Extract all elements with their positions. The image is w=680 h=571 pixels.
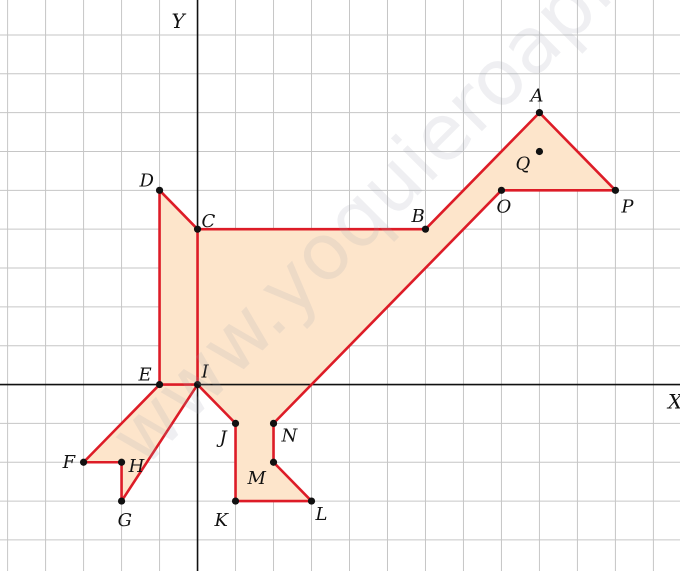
- point-label-f: F: [62, 452, 77, 473]
- point-a: [535, 109, 544, 117]
- point-label-b: B: [410, 206, 424, 227]
- point-label-i: I: [201, 362, 210, 383]
- point-f: [79, 458, 88, 466]
- point-label-o: O: [496, 196, 511, 217]
- point-label-m: M: [247, 468, 267, 489]
- point-q: [535, 147, 544, 156]
- point-j: [231, 419, 240, 427]
- point-label-d: D: [139, 170, 155, 191]
- point-label-c: C: [202, 211, 216, 232]
- point-label-h: H: [128, 456, 145, 477]
- point-label-q: Q: [515, 153, 530, 174]
- point-o: [497, 186, 506, 194]
- point-label-e: E: [138, 365, 152, 386]
- point-label-j: J: [216, 427, 229, 448]
- points: A B C D E F G H I J K L M N O P Q: [62, 86, 635, 531]
- point-m: [269, 458, 278, 466]
- figure-outline: [82, 111, 617, 503]
- y-axis-label: Y: [172, 9, 187, 33]
- point-i: [193, 380, 202, 389]
- point-p: [611, 186, 620, 194]
- point-k: [231, 497, 240, 505]
- point-l: [307, 497, 316, 505]
- point-label-g: G: [118, 510, 132, 531]
- x-axis-label: X: [666, 390, 680, 414]
- point-g: [117, 497, 126, 505]
- point-h: [117, 458, 126, 466]
- point-b: [421, 225, 430, 233]
- point-label-k: K: [214, 510, 230, 531]
- point-c: [193, 225, 202, 233]
- point-e: [155, 380, 164, 389]
- point-label-a: A: [528, 86, 543, 107]
- point-n: [269, 419, 278, 427]
- point-label-l: L: [315, 504, 328, 525]
- point-d: [155, 186, 164, 194]
- point-label-n: N: [281, 425, 299, 446]
- point-label-p: P: [620, 196, 634, 217]
